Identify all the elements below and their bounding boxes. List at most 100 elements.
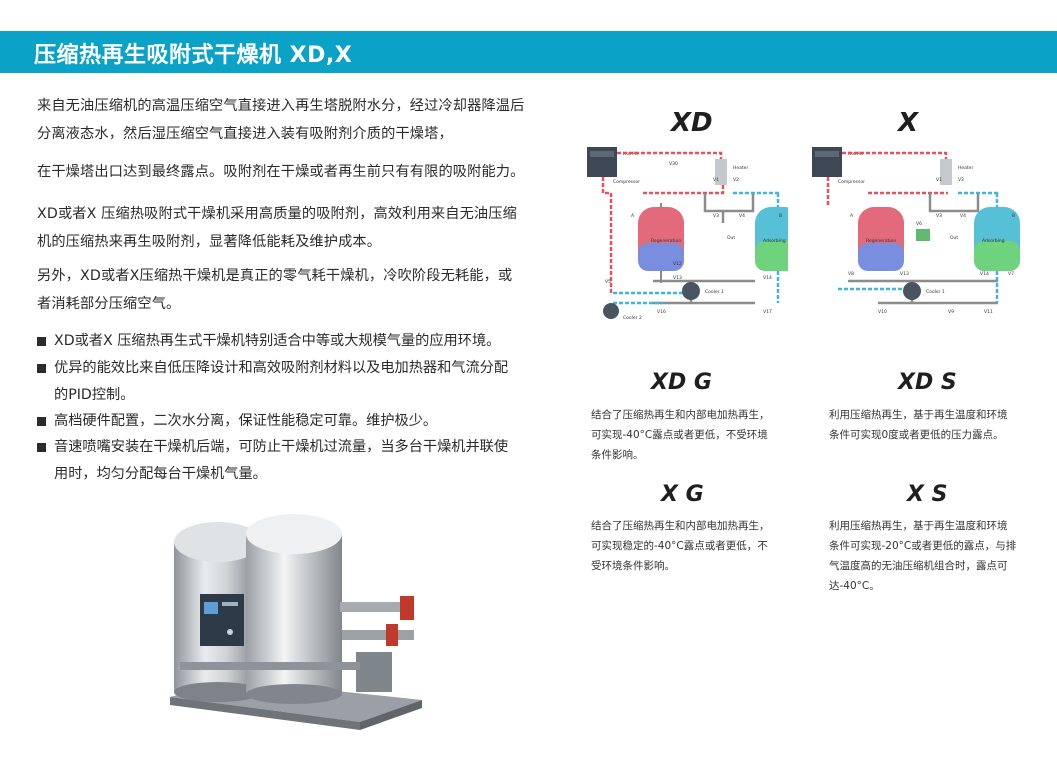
model-desc-xds: 利用压缩热再生，基于再生温度和环境 条件可实现0度或者更低的压力露点。 xyxy=(829,405,1029,445)
label-v17: V17 xyxy=(763,309,772,315)
valve-icon xyxy=(386,624,398,646)
label-compressor: Compressor xyxy=(838,179,865,185)
label-v5: V5 xyxy=(605,279,611,285)
bullet-item: 优异的能效比来自低压降设计和高效吸附剂材料以及电加热器和气流分配 的PID控制。 xyxy=(37,355,562,409)
label-tower-b: B xyxy=(779,213,782,219)
label-v2: V2 xyxy=(958,177,964,183)
label-v30: V30 xyxy=(669,161,678,167)
tower-a: Regeneration xyxy=(858,207,904,271)
compressor-icon xyxy=(812,147,842,177)
model-desc-xg: 结合了压缩热再生和内部电加热再生， 可实现稳定的-40°C露点或者更低，不 受环… xyxy=(591,516,791,576)
cooler-icon xyxy=(903,282,921,300)
label-v7: V7 xyxy=(1008,271,1014,277)
label-tower-a: A xyxy=(850,213,854,219)
intro-paragraph-2: 在干燥塔出口达到最终露点。吸附剂在干燥或者再生前只有有限的吸附能力。 xyxy=(37,158,562,186)
label-cooler-2: Cooler 2 xyxy=(623,315,642,321)
label-out: Out xyxy=(950,235,958,241)
pipe xyxy=(340,602,410,612)
dryer-product-photo xyxy=(170,514,422,730)
bullet-square-icon xyxy=(37,443,46,452)
page-title: 压缩热再生吸附式干燥机 XD,X xyxy=(34,43,353,68)
bullet-item: 音速喷嘴安装在干燥机后端，可防止干燥机过流量，当多台干燥机并联使 用时，均匀分配… xyxy=(37,434,562,488)
model-desc-line: 条件影响。 xyxy=(591,449,644,461)
cooler-icon xyxy=(682,282,700,300)
model-desc-line: 受环境条件影响。 xyxy=(591,560,675,572)
label-v14: V14 xyxy=(763,275,772,281)
model-desc-line: 可实现稳定的-40°C露点或者更低，不 xyxy=(591,540,768,552)
intro-p3-line2: 机的压缩热来再生吸附剂，显著降低能耗及维护成本。 xyxy=(37,234,382,250)
diagram-title-x: X xyxy=(898,108,919,138)
heater-icon xyxy=(940,159,952,185)
cooler-unit xyxy=(356,652,392,692)
label-heater: Heater xyxy=(733,165,748,171)
heater-icon xyxy=(715,159,727,185)
model-title-xs: X S xyxy=(907,482,948,507)
bullet-text: 用时，均匀分配每台干燥机气量。 xyxy=(54,466,267,482)
label-v4: V4 xyxy=(739,213,745,219)
model-desc-line: 达-40°C。 xyxy=(829,580,880,592)
model-desc-line: 利用压缩热再生，基于再生温度和环境 xyxy=(829,520,1008,532)
pipe xyxy=(342,630,414,640)
model-desc-line: 结合了压缩热再生和内部电加热再生， xyxy=(591,409,770,421)
diagram-title-xd: XD xyxy=(671,108,713,138)
label-v14: V14 xyxy=(980,271,989,277)
model-title-xds: XD S xyxy=(898,370,957,395)
model-desc-line: 条件可实现-20°C或者更低的露点，与排 xyxy=(829,540,1017,552)
label-regeneration: Regeneration xyxy=(651,238,681,244)
x-process-diagram: Hot Air Compressor Heater Regeneration A… xyxy=(808,143,1023,338)
label-adsorbing: Adsorbing xyxy=(982,238,1005,244)
compressor-icon xyxy=(587,147,617,177)
label-v1: V1 xyxy=(936,177,942,183)
model-title-xdg: XD G xyxy=(651,370,712,395)
label-v3: V3 xyxy=(713,213,719,219)
label-v2: V2 xyxy=(733,177,739,183)
tower-b: Adsorbing xyxy=(755,207,788,271)
label-heater: Heater xyxy=(958,165,973,171)
header-bar: 压缩热再生吸附式干燥机 XD,X xyxy=(0,31,1057,73)
label-v3: V3 xyxy=(936,213,942,219)
label-tower-b: B xyxy=(1012,213,1015,219)
intro-paragraph-4: 另外，XD或者X压缩热干燥机是真正的零气耗干燥机，冷吹阶段无耗能，或 者消耗部分… xyxy=(37,262,562,318)
intro-paragraph-1: 来自无油压缩机的高温压缩空气直接进入再生塔脱附水分，经过冷却器降温后 分离液态水… xyxy=(37,92,562,148)
model-desc-line: 条件可实现0度或者更低的压力露点。 xyxy=(829,429,1004,441)
model-desc-line: 可实现-40°C露点或者更低，不受环境 xyxy=(591,429,768,441)
bullet-text: 音速喷嘴安装在干燥机后端，可防止干燥机过流量，当多台干燥机并联使 xyxy=(54,439,509,455)
tank-right xyxy=(246,514,342,704)
bullet-text: XD或者X 压缩热再生式干燥机特别适合中等或大规模气量的应用环境。 xyxy=(54,333,501,349)
bullet-square-icon xyxy=(37,337,46,346)
label-v6: V6 xyxy=(916,221,922,227)
label-cooler-1: Cooler 1 xyxy=(705,289,724,295)
label-v12: V12 xyxy=(673,261,682,267)
label-v4: V4 xyxy=(960,213,966,219)
intro-p1-line1: 来自无油压缩机的高温压缩空气直接进入再生塔脱附水分，经过冷却器降温后 xyxy=(37,98,525,114)
intro-p4-line2: 者消耗部分压缩空气。 xyxy=(37,296,181,312)
silencer-icon xyxy=(916,229,930,241)
bullet-text: 高档硬件配置，二次水分离，保证性能稳定可靠。维护极少。 xyxy=(54,413,438,429)
label-v11: V11 xyxy=(984,309,993,315)
label-compressor: Compressor xyxy=(613,179,640,185)
bullet-text: 的PID控制。 xyxy=(54,387,135,403)
control-cabinet xyxy=(200,594,244,646)
bullet-item: XD或者X 压缩热再生式干燥机特别适合中等或大规模气量的应用环境。 xyxy=(37,328,562,355)
label-tower-a: A xyxy=(631,213,635,219)
intro-p3-line1: XD或者X 压缩热吸附式干燥机采用高质量的吸附剂，高效利用来自无油压缩 xyxy=(37,206,517,222)
label-cooler-1: Cooler 1 xyxy=(926,289,945,295)
label-v13: V13 xyxy=(900,271,909,277)
model-desc-xdg: 结合了压缩热再生和内部电加热再生， 可实现-40°C露点或者更低，不受环境 条件… xyxy=(591,405,791,465)
valve-icon xyxy=(400,596,414,620)
tower-a: Regeneration xyxy=(638,207,684,271)
bullet-square-icon xyxy=(37,364,46,373)
label-v13: V13 xyxy=(673,275,682,281)
label-out: Out xyxy=(727,235,735,241)
xd-process-diagram: Hot Air Compressor Heater Regeneration A… xyxy=(583,143,788,338)
tower-b: Adsorbing xyxy=(974,207,1020,271)
model-desc-line: 利用压缩热再生，基于再生温度和环境 xyxy=(829,409,1008,421)
label-regeneration: Regeneration xyxy=(866,238,896,244)
label-v10: V10 xyxy=(878,309,887,315)
label-v16: V16 xyxy=(657,309,666,315)
label-v1: V1 xyxy=(713,177,719,183)
intro-paragraph-3: XD或者X 压缩热吸附式干燥机采用高质量的吸附剂，高效利用来自无油压缩 机的压缩… xyxy=(37,200,562,256)
cooler-icon xyxy=(603,303,619,319)
model-title-xg: X G xyxy=(661,482,704,507)
intro-p2: 在干燥塔出口达到最终露点。吸附剂在干燥或者再生前只有有限的吸附能力。 xyxy=(37,164,525,180)
